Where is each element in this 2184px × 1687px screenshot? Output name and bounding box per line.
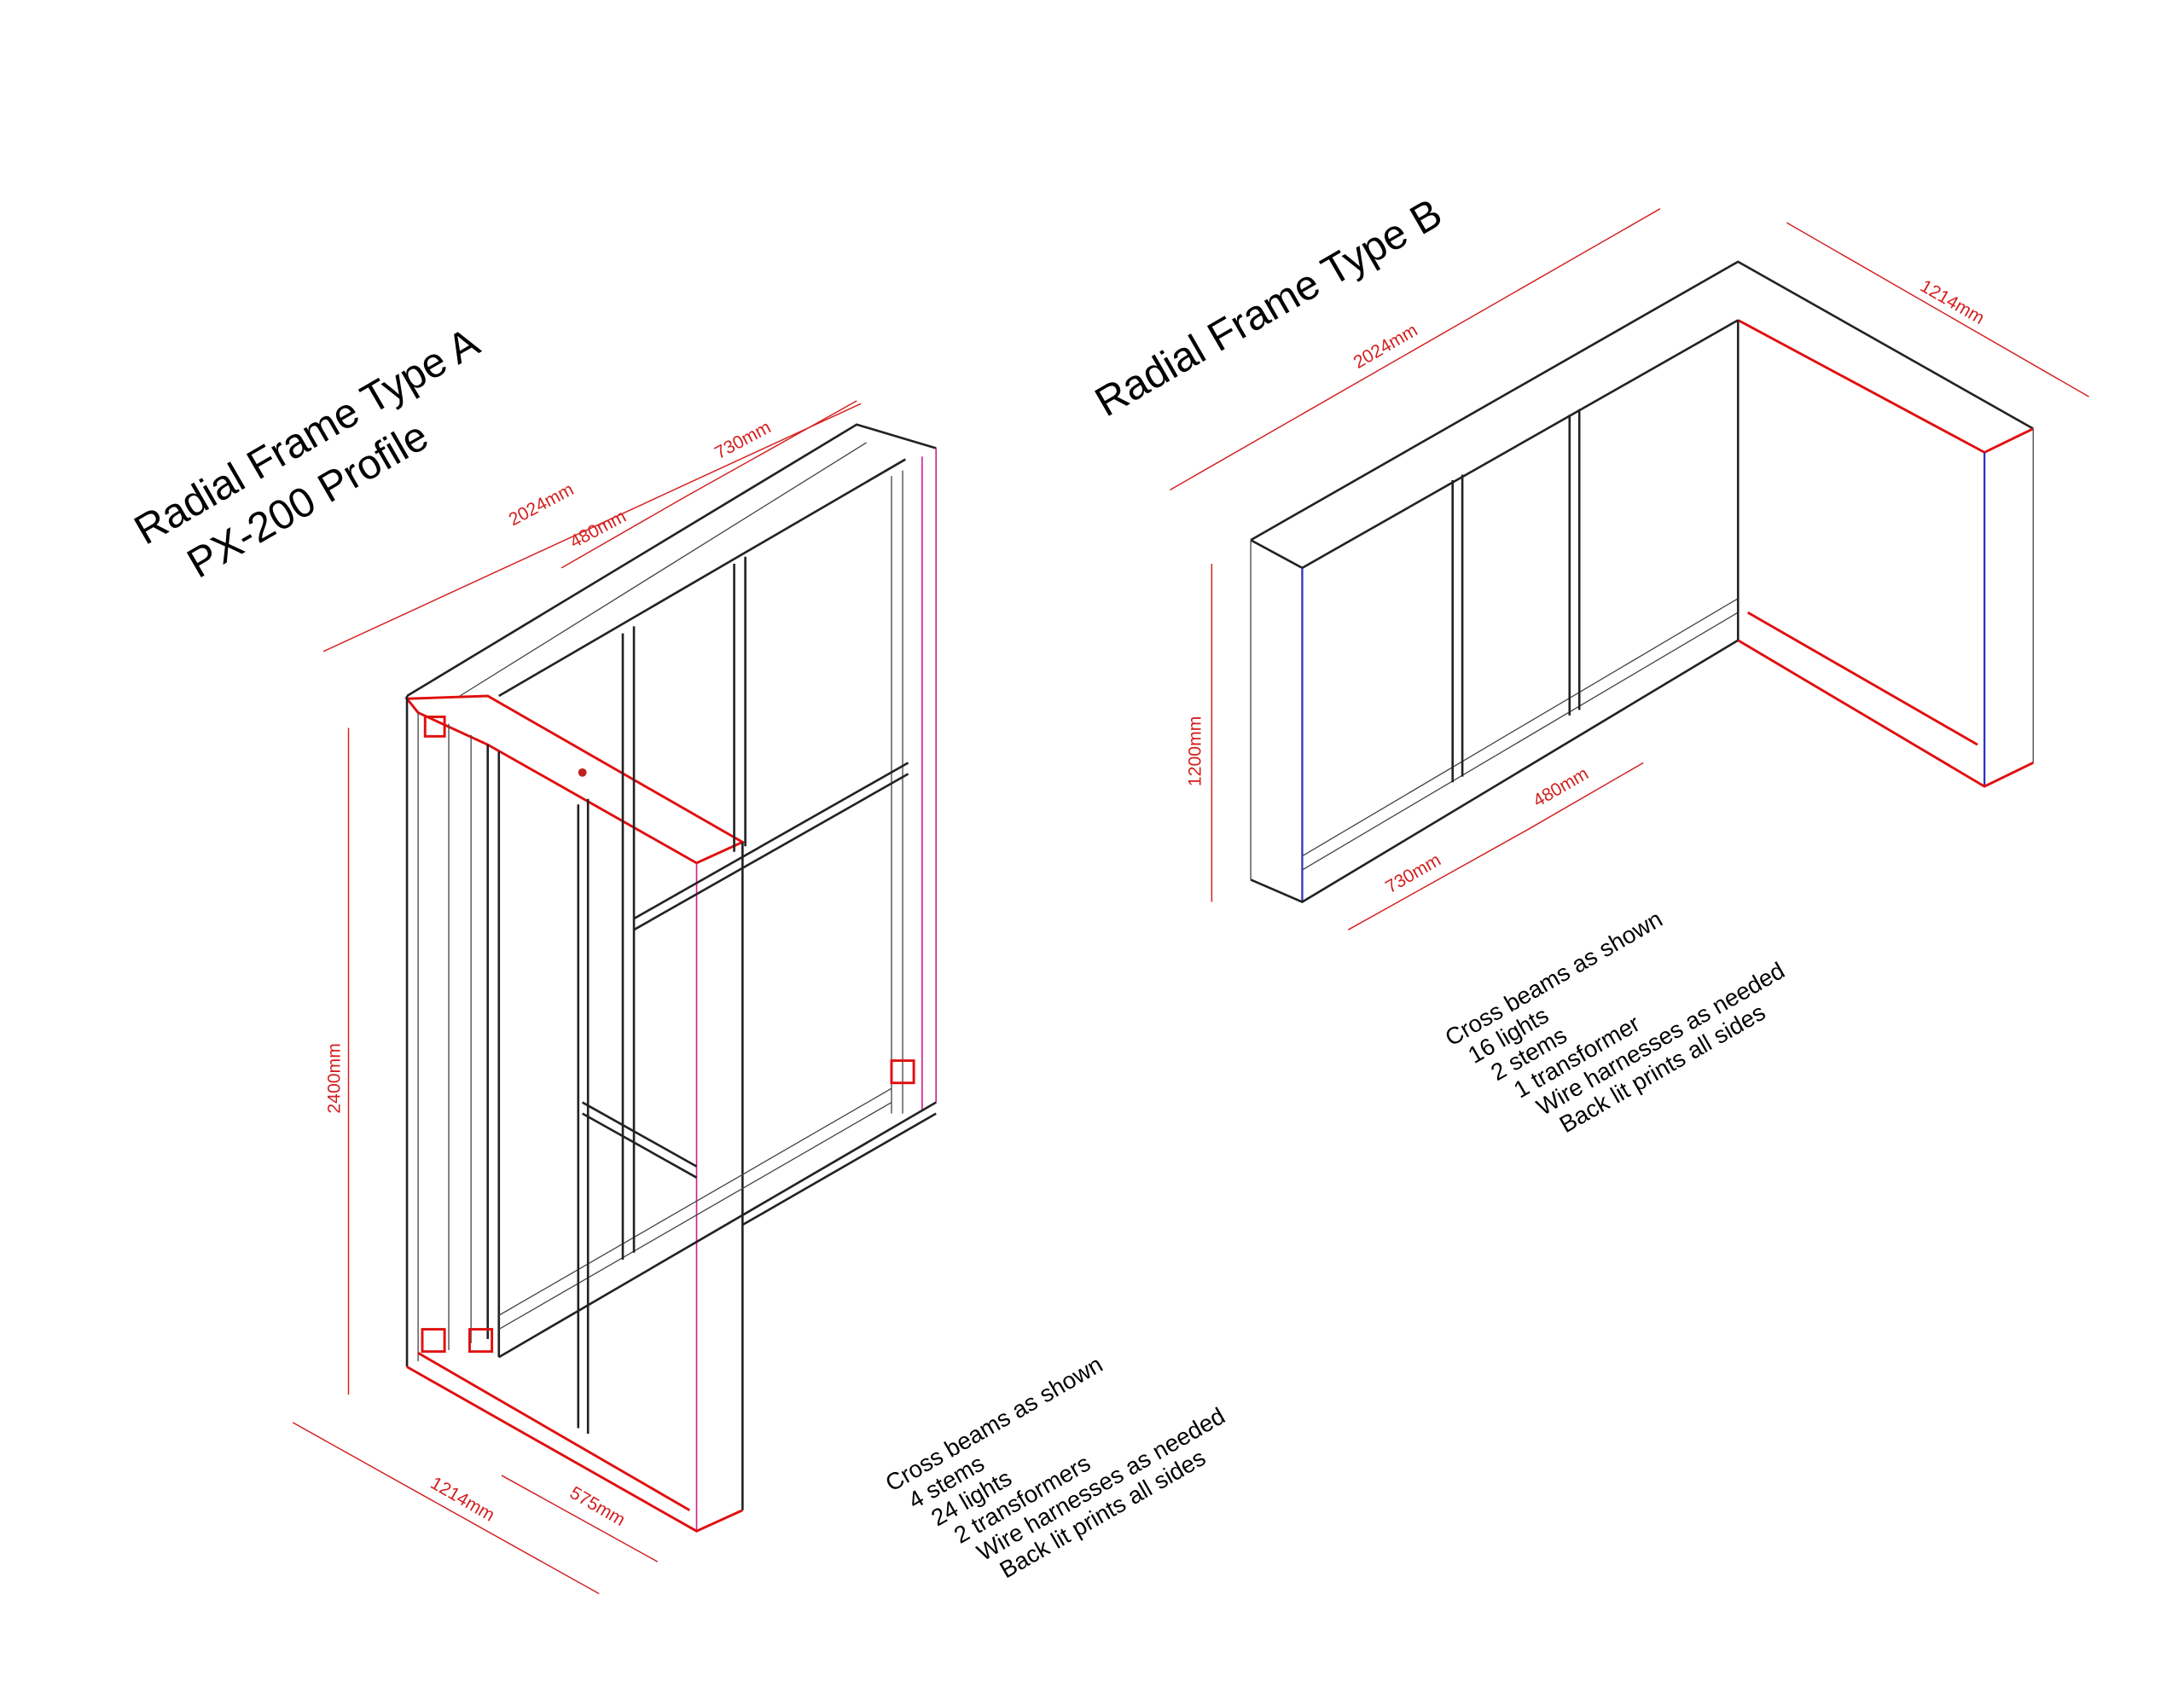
frame-b-width-dim: 2024mm (1350, 321, 1421, 373)
frame-a-notes: Cross beams as shown 4 stems 24 lights 2… (880, 1351, 1228, 1584)
frame-b-dimensions: 2024mm 1214mm 1200mm 730mm 480mm (1170, 208, 2089, 930)
frame-b-drawing: Radial Frame Type B 202 (1088, 190, 2089, 1138)
frame-a-depth-part-dim: 575mm (566, 1483, 629, 1530)
frame-a-section1-dim: 480mm (566, 507, 629, 553)
frame-b-depth-dim: 1214mm (1917, 276, 1988, 328)
frame-b-section1-dim: 730mm (1382, 850, 1444, 897)
corner-bracket-icon (890, 1059, 915, 1085)
frame-a-drawing: Radial Frame Type A PX-200 Profile (127, 319, 1229, 1595)
frame-b-height-dim: 1200mm (1185, 716, 1205, 787)
frame-a-section2-dim: 730mm (712, 417, 774, 463)
frame-b-section2-dim: 480mm (1530, 764, 1592, 811)
frame-a-width-dim: 2024mm (506, 479, 578, 530)
frame-a-dimensions: 2024mm 480mm 730mm 2400mm 1214mm 575mm (292, 400, 862, 1595)
frame-a-height-dim: 2400mm (325, 1043, 345, 1114)
corner-bracket-icon (423, 716, 446, 738)
corner-bracket-icon (421, 1328, 446, 1354)
bolt-icon (578, 768, 587, 777)
frame-a-structure (404, 423, 938, 1533)
corner-bracket-icon (468, 1328, 494, 1354)
frame-b-title: Radial Frame Type B (1088, 190, 1449, 426)
frame-b-structure (1250, 260, 2034, 904)
frame-b-notes: Cross beams as shown 16 lights 2 stems 1… (1441, 905, 1789, 1138)
